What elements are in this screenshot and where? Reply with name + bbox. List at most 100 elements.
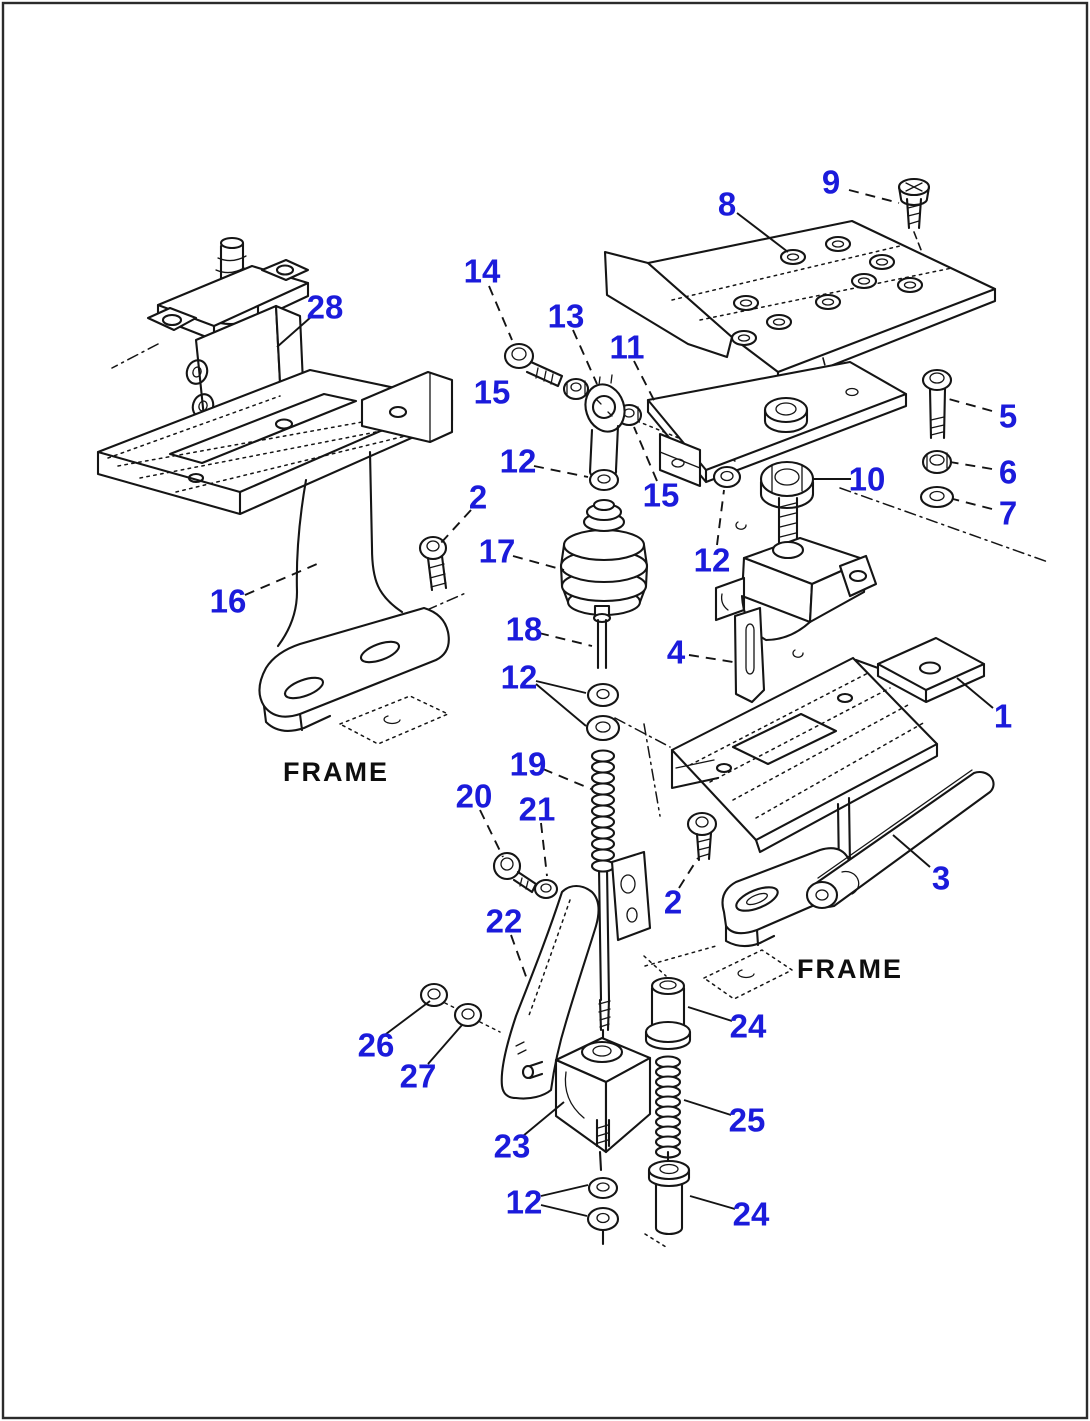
link-4 (733, 606, 804, 704)
boot-17 (559, 498, 649, 617)
washer-12-under-plate (712, 465, 742, 489)
leader-line-21 (540, 822, 548, 877)
callout-2: 2 (664, 884, 682, 921)
leader-line-3 (892, 834, 931, 868)
bar-3 (805, 769, 995, 910)
leader-line-6 (949, 461, 993, 470)
leader-line-16 (244, 563, 318, 596)
callout-8: 8 (718, 186, 736, 223)
leader-line-7 (952, 498, 993, 510)
leader-line-4 (688, 654, 734, 663)
trunnion-mount (714, 496, 878, 642)
callout-2: 2 (469, 479, 487, 516)
callout-12: 12 (500, 443, 537, 480)
callout-25: 25 (729, 1102, 766, 1139)
callout-12: 12 (694, 542, 731, 579)
leader-line-12 (716, 489, 725, 546)
leader-line-25 (683, 1099, 732, 1116)
frame-label: FRAME (283, 757, 389, 787)
callout-26: 26 (358, 1027, 395, 1064)
callout-16: 16 (210, 583, 247, 620)
callout-11: 11 (610, 329, 645, 366)
washer-12-top (588, 468, 620, 492)
leader-line-11 (633, 360, 658, 407)
callout-12: 12 (501, 659, 538, 696)
callout-20: 20 (456, 778, 493, 815)
clevis-23 (521, 1036, 652, 1172)
leader-line-8 (736, 212, 789, 253)
callout-22: 22 (486, 903, 523, 940)
leader-line-5 (944, 397, 993, 412)
rod-18 (592, 604, 612, 670)
callout-6: 6 (999, 454, 1017, 491)
leader-line-28 (276, 316, 312, 348)
leader-line-24 (689, 1195, 736, 1210)
washer-26 (419, 982, 449, 1008)
leader-line-12 (535, 680, 587, 694)
nut-15-left (562, 377, 590, 401)
leader-line-18 (538, 632, 593, 647)
leader-line-15 (633, 426, 658, 482)
bolt-14 (503, 342, 564, 388)
callout-28: 28 (307, 289, 344, 326)
callout-1: 1 (994, 698, 1012, 735)
plate-11 (646, 360, 908, 488)
washer-21 (533, 878, 559, 900)
pedal-8 (603, 219, 997, 386)
callout-21: 21 (519, 791, 556, 828)
bolt-2-left (418, 535, 448, 592)
callout-12: 12 (506, 1184, 543, 1221)
callout-14: 14 (464, 253, 501, 290)
spring-25 (654, 1055, 682, 1159)
frame-pad-right (703, 949, 793, 1000)
leader-line-9 (848, 189, 900, 204)
washer-12-pair-bottom (586, 1176, 620, 1246)
callout-4: 4 (667, 634, 686, 671)
washer-27 (453, 1002, 483, 1028)
bracket-3-assembly (670, 656, 939, 948)
callout-7: 7 (999, 495, 1017, 532)
leader-line-14 (488, 285, 513, 341)
callout-10: 10 (849, 461, 886, 498)
leader-line-24 (687, 1006, 733, 1022)
leader-line-1 (956, 677, 994, 709)
nut-10 (759, 460, 815, 510)
frame-pad-left (339, 695, 449, 745)
washer-7 (919, 485, 955, 509)
lever-22 (500, 884, 600, 1100)
bracket-16 (96, 368, 454, 732)
leader-line-26 (385, 1000, 431, 1035)
callout-19: 19 (510, 746, 547, 783)
callout-5: 5 (999, 398, 1017, 435)
bolt-2-right (686, 811, 718, 862)
frame-label: FRAME (797, 954, 903, 984)
bolt-5 (921, 368, 953, 440)
leader-line-12 (533, 465, 589, 478)
screw-9 (897, 177, 931, 230)
callout-18: 18 (506, 611, 543, 648)
callout-15: 15 (474, 374, 511, 411)
leader-line-12 (540, 1204, 588, 1217)
pedal-pads (730, 235, 924, 347)
leader-line-20 (479, 809, 504, 858)
callout-13: 13 (548, 298, 585, 335)
leader-line-27 (427, 1024, 463, 1065)
callout-9: 9 (822, 164, 840, 201)
leader-line-2 (678, 857, 699, 889)
leader-line-23 (522, 1101, 565, 1137)
leader-line-19 (542, 768, 592, 790)
callout-27: 27 (400, 1058, 437, 1095)
callout-15: 15 (643, 477, 680, 514)
spacer-24-top (644, 976, 692, 1051)
leader-line-12 (540, 1184, 589, 1197)
spacer-24-bottom (647, 1150, 691, 1236)
leader-line-13 (572, 329, 598, 385)
push-rod (597, 866, 611, 1044)
callout-23: 23 (494, 1128, 531, 1165)
lever-pivot-plate (610, 850, 652, 942)
leader-line-17 (512, 555, 565, 571)
